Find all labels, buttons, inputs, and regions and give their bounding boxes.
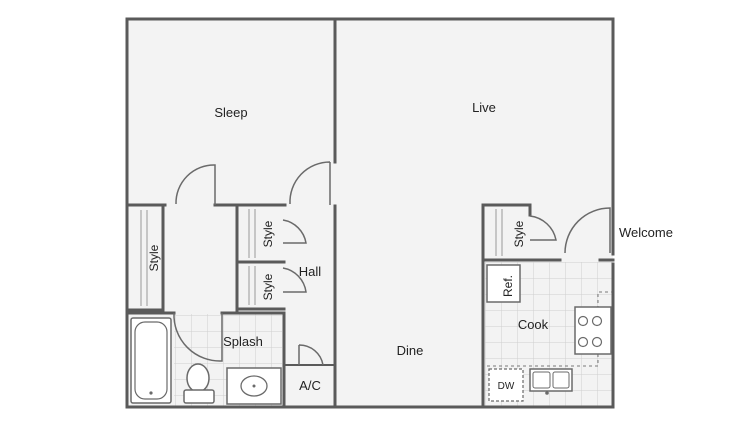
ac-closet-door [298,344,324,366]
entry-closet-door [529,215,557,241]
ac-label: A/C [299,378,321,393]
door-swings [173,161,611,366]
living-door [289,161,331,205]
range-icon [574,306,612,355]
refrigerator-icon [486,264,521,303]
dishwasher-icon [488,368,524,402]
toilet-icon [183,363,215,404]
kitchen-counter [487,291,612,367]
hall-label: Hall [299,264,322,279]
cook-label: Cook [518,317,549,332]
hall-closet-lower-label: Style [261,273,275,300]
entry-closet-label: Style [512,220,526,247]
bedroom-closet-label: Style [147,244,161,271]
bathroom-sink-icon [226,367,282,405]
walls [125,17,615,409]
splash-label: Splash [223,334,263,349]
welcome-label: Welcome [619,225,673,240]
live-label: Live [472,100,496,115]
kitchen-sink-icon [529,368,573,395]
dine-label: Dine [397,343,424,358]
hall-closet-lower-door [282,267,307,293]
entry-door [564,207,611,254]
bedroom-door [175,164,216,205]
bathtub-icon [130,317,172,404]
hall-closet-upper-door [282,219,307,244]
closet-shelves [140,209,503,306]
bathroom-door [173,312,223,362]
sleep-label: Sleep [214,105,247,120]
dishwasher-label: DW [498,381,515,392]
hall-closet-upper-label: Style [261,220,275,247]
refrigerator-label: Ref. [501,275,515,297]
